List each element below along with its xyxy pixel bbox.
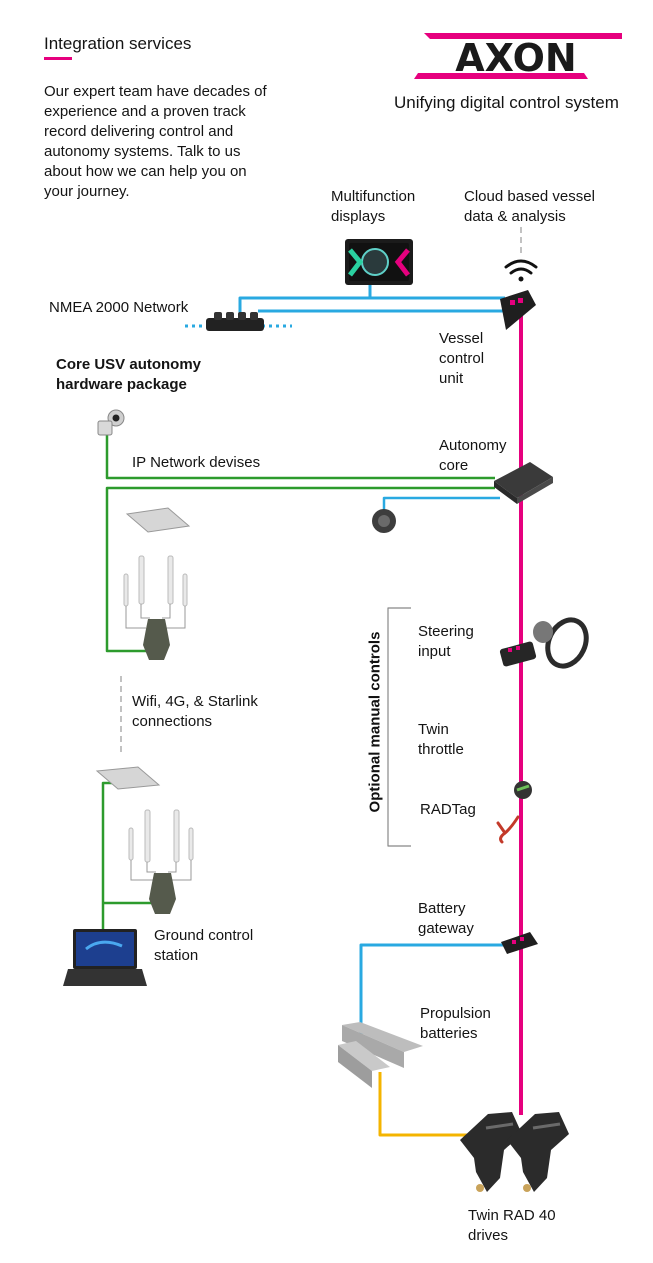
ground-antenna-icon [128,809,194,863]
battery-icon [338,1022,423,1088]
axon-logo: AXON [414,33,622,80]
label-core-package: Core USV autonomy hardware package [56,356,202,393]
label-multifunction-displays: Multifunction displays [331,188,416,225]
display-blue-line [238,282,372,318]
battery-blue-line [359,943,505,1040]
ground-router-icon [130,860,192,914]
label-ground-control: Ground control station [154,927,254,964]
sensor-icon [372,509,396,533]
label-wifi-connections: Wifi, 4G, & Starlink connections [132,693,258,730]
manual-controls-bracket [387,607,411,847]
display-icon [345,239,413,285]
router-icon [125,604,186,660]
nmea-hub-icon [206,312,264,331]
label-vessel-control-unit: Vessel control unit [439,330,485,387]
camera-icon [97,409,125,436]
laptop-icon [63,929,147,986]
heading-accent-bar [44,57,72,60]
camera-green-line [105,433,495,480]
steering-wheel-icon [499,617,589,669]
ground-green-line [101,781,126,930]
battery-orange-line [378,1072,470,1137]
section-heading: Integration services [44,34,192,53]
label-ip-network: IP Network devises [132,454,261,471]
label-nmea: NMEA 2000 Network [49,299,189,316]
label-optional-manual-controls: Optional manual controls [366,631,384,813]
battery-gateway-icon [501,932,538,954]
starlink-icon [125,507,191,533]
label-steering-input: Steering input [418,623,474,660]
label-cloud: Cloud based vessel data & analysis [464,188,595,225]
label-twin-throttle: Twin throttle [418,721,464,758]
label-radtag: RADTag [420,801,476,818]
autonomy-box-icon [494,462,553,504]
label-battery-gateway: Battery gateway [418,900,474,937]
outboard-drive-icon [460,1112,569,1192]
ground-starlink-icon [95,766,161,790]
label-autonomy-core: Autonomy core [439,437,507,474]
logo-wordmark: AXON [455,36,576,80]
radtag-icon [496,815,520,844]
control-unit-icon [500,290,536,330]
antenna-green-line [105,486,495,653]
label-twin-drives: Twin RAD 40 drives [468,1207,556,1244]
connection-lines [101,227,523,1137]
throttle-icon [514,781,532,799]
wifi-icon [504,259,538,282]
tagline: Unifying digital control system [394,93,619,112]
label-propulsion-batteries: Propulsion batteries [420,1005,491,1042]
intro-paragraph: Our expert team have decades of experien… [44,83,267,200]
sensor-blue-line [382,496,500,510]
antenna-icon [123,555,188,607]
